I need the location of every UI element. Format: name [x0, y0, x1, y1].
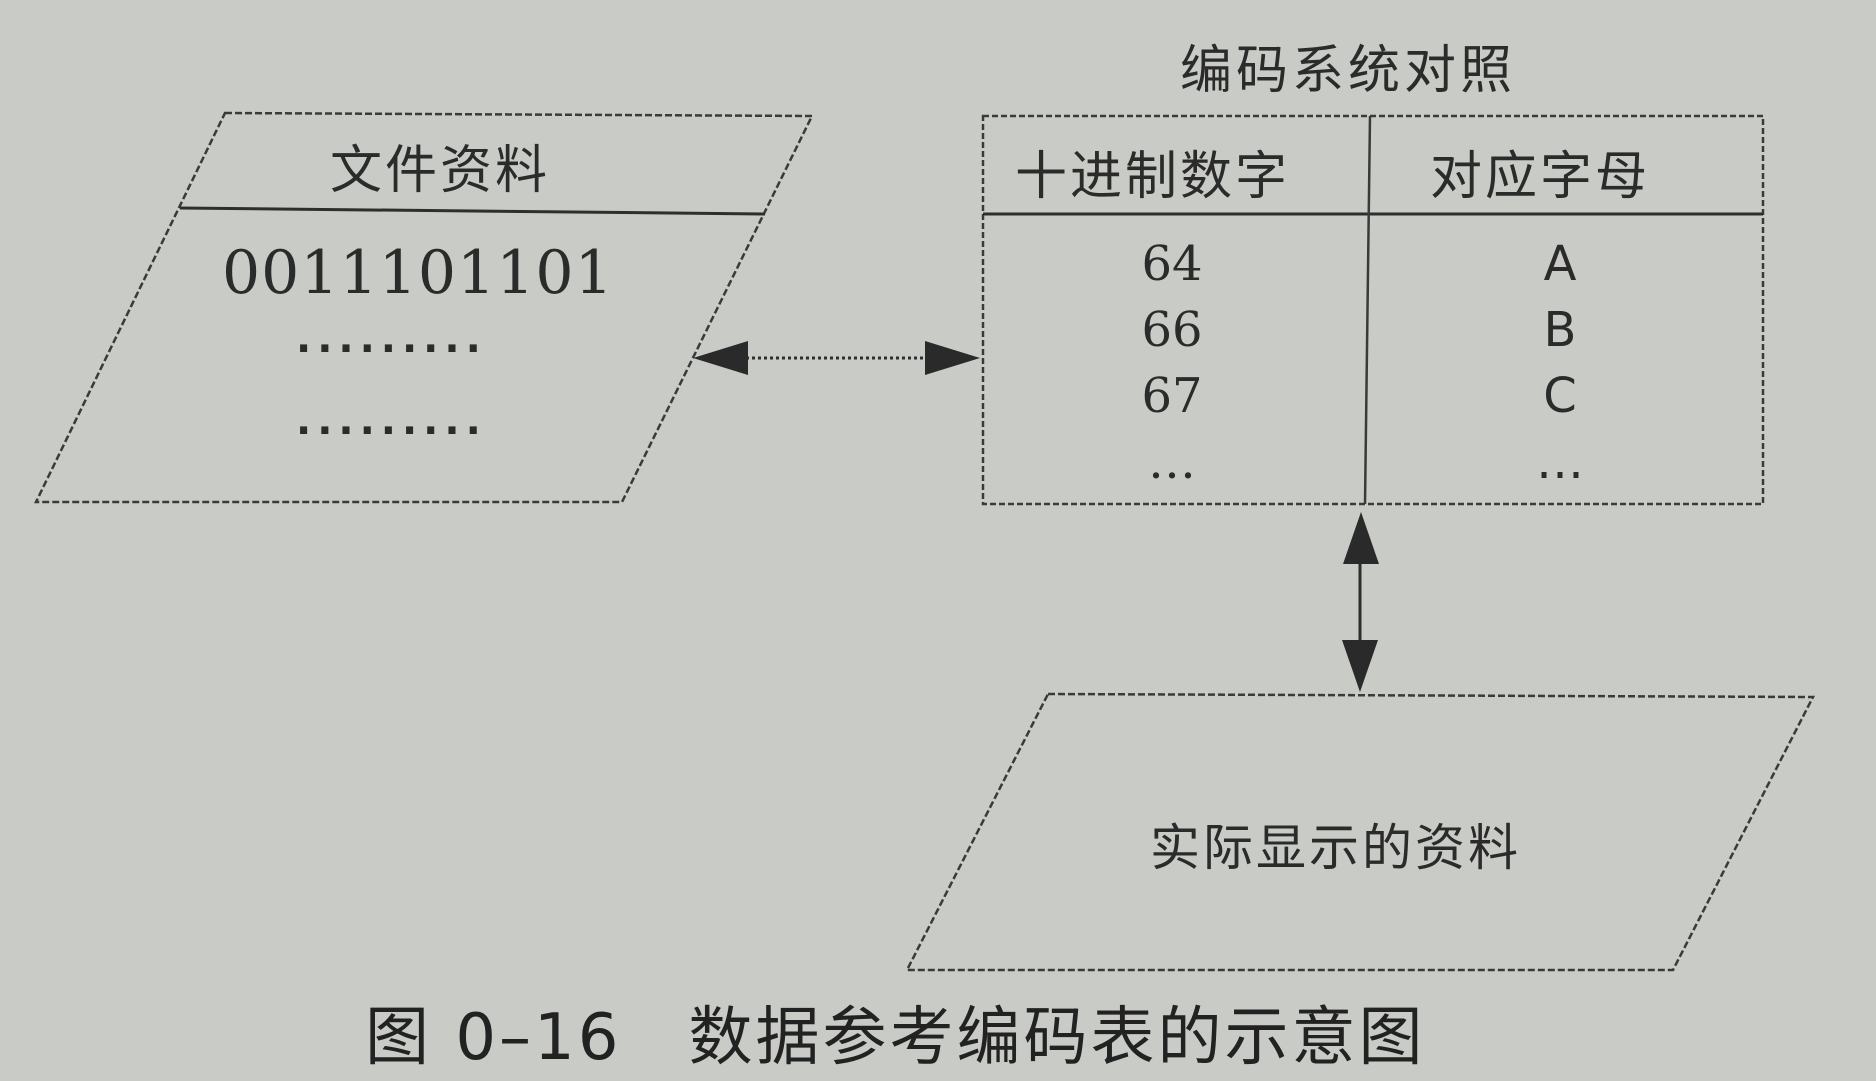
encoding-table-column-divider — [1363, 115, 1372, 505]
display-data-parallelogram — [904, 692, 1816, 972]
arrowhead-down — [1342, 640, 1378, 692]
table-cell-decimal: 67 — [1141, 368, 1203, 424]
table-cell-letter: A — [1543, 236, 1577, 292]
file-data-title: 文件资料 — [330, 141, 551, 201]
figure-caption: 图 0–16 数据参考编码表的示意图 — [365, 1001, 1426, 1075]
display-data-text: 实际显示的资料 — [1150, 819, 1521, 877]
table-cell-letter: … — [1536, 434, 1584, 490]
encoding-table-title: 编码系统对照 — [1180, 41, 1517, 101]
table-cell-decimal: … — [1148, 434, 1196, 490]
table-cell-letter: C — [1543, 368, 1577, 424]
file-data-parallelogram — [34, 111, 815, 504]
file-title-divider — [179, 206, 766, 216]
table-cell-decimal: 66 — [1141, 302, 1203, 358]
binary-value: 0011101101 — [222, 238, 614, 308]
arrowhead-right — [925, 341, 980, 375]
arrowhead-left — [693, 341, 748, 375]
table-cell-decimal: 64 — [1141, 236, 1203, 292]
ellipsis-line-1: ········· — [296, 326, 487, 372]
arrowhead-up — [1343, 512, 1379, 564]
ellipsis-line-2: ········· — [296, 408, 487, 454]
table-cell-letter: B — [1543, 302, 1577, 358]
encoding-table-frame — [981, 114, 1765, 506]
column-header-letter: 对应字母 — [1430, 147, 1651, 207]
column-header-decimal: 十进制数字 — [1015, 147, 1291, 207]
